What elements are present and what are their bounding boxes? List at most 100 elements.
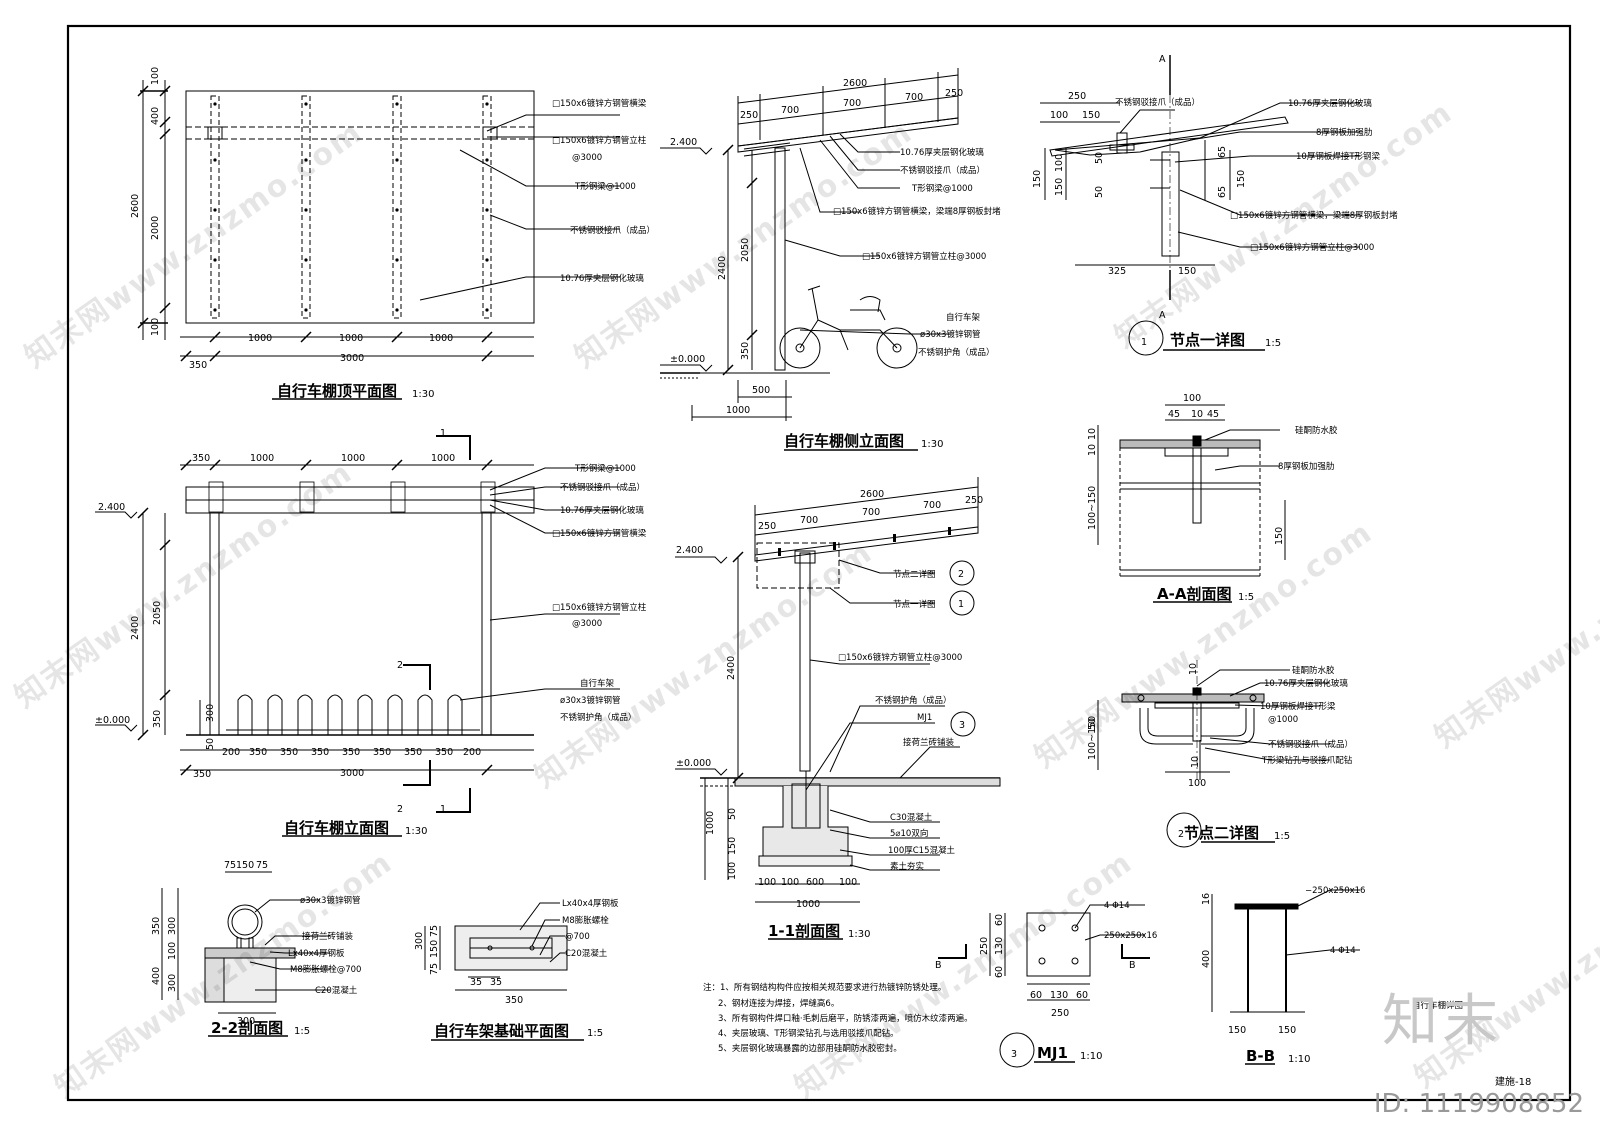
bb-note-0: −250x250x16 [1305,886,1365,896]
sec22-dim-7: 300 [167,974,178,992]
sec11-note-8: 100厚C15混凝土 [888,845,955,856]
roof-plan-note-1: □150x6镀锌方钢管立柱 [552,135,647,146]
rack-foundation-drawing [424,902,584,1041]
sec22-dim-3: 350 [151,917,162,935]
bb-drawing [1211,889,1360,1065]
node2-dim-3: 10 [1190,756,1201,768]
roof-plan-dim-v-1: 400 [150,107,161,125]
node1-note-1: 10.76厚夹层钢化玻璃 [1288,98,1372,109]
aa-dim-0: 100 [1183,393,1201,404]
rack-dim-5: 35 [490,977,502,988]
roof-plan-note-3: T形钢梁@1000 [574,181,636,192]
node1-bubble-number: 1 [1141,337,1147,348]
roof-plan-scale: 1:30 [412,389,434,400]
general-note-2: 3、所有钢构件焊口釉·毛刺后磨平，防锈漆两遍，喷仿木纹漆两遍。 [718,1013,973,1024]
bb-title: B-B [1246,1047,1275,1065]
rack-dim-6: 350 [505,995,523,1006]
mj1-bubble-number: 3 [1011,1049,1017,1060]
node1-title: 节点一详图 [1170,331,1245,349]
elev-dim-bot-7: 350 [435,747,453,758]
node1-note-0: 不锈钢驳接爪（成品） [1115,97,1200,108]
node1-dim-1: 100 [1050,110,1068,121]
side-dim-top-5: 250 [945,88,963,99]
section-2-2-scale: 1:5 [294,1026,310,1037]
sec11-dim-v-4: 100 [727,862,738,880]
elevation-mark-2-bot: 2 [397,804,403,815]
sec22-note-0: ø30x3镀锌钢管 [300,895,360,906]
node2-title: 节点二详图 [1184,824,1259,842]
node2-note-5: T形梁钻孔与驳接爪配钻 [1261,755,1353,766]
sec11-note-6: C30混凝土 [890,812,933,823]
elev-dim-top-3: 1000 [431,453,455,464]
elev-dim-v-3: 300 [205,704,216,722]
aa-dim-5: 10 [1087,444,1098,456]
sec11-dim-top-3: 700 [862,507,880,518]
side-elevation-title: 自行车棚侧立面图 [784,432,904,450]
elevation-mark-2-top: 2 [397,660,403,671]
side-note-0: 10.76厚夹层钢化玻璃 [900,147,984,158]
elev-note-7: ø30x3镀锌钢管 [560,695,620,706]
sec22-dim-6: 400 [151,967,162,985]
sec11-note-5: 接荷兰砖铺装 [903,737,955,748]
node1-drawing [1040,55,1360,356]
node1-dim-8: 65 [1217,146,1228,158]
general-note-0: 注：1、所有钢结构构件应按相关规范要求进行热镀锌防锈处理。 [703,982,946,993]
mj1-note-1: 250x250x16 [1104,931,1157,941]
mj1-dim-6: 60 [1076,990,1088,1001]
sec11-dim-v-2: 50 [727,808,738,820]
sec11-dim-top-2: 700 [800,515,818,526]
roof-plan-note-5: 10.76厚夹层钢化玻璃 [560,273,644,284]
sec11-dim-v-0: 2400 [726,656,737,680]
elev-note-2: 10.76厚夹层钢化玻璃 [560,505,644,516]
side-note-1: 不锈钢驳接爪（成品） [900,165,985,176]
node1-note-3: 10厚钢板焊接T形钢梁 [1296,151,1381,162]
side-level-ground: ±0.000 [670,354,705,365]
aa-dim-7: 150 [1274,527,1285,545]
node1-section-mark-a-top: A [1159,54,1166,65]
elev-dim-v-1: 2050 [152,601,163,625]
mj1-dim-1: 60 [994,914,1005,926]
sec22-dim-4: 300 [167,917,178,935]
sec22-note-4: C20混凝土 [315,985,358,996]
node1-dim-3: 50 [1094,152,1105,164]
node1-dim-4: 100 [1054,154,1065,172]
sec11-dim-bot-3: 100 [839,877,857,888]
side-note-6: ø30x3镀锌钢管 [920,329,980,340]
node1-dim-12: 150 [1178,266,1196,277]
elev-dim-bot-6: 350 [404,747,422,758]
roof-plan-dim-v-4: 100 [150,318,161,336]
node1-scale: 1:5 [1265,338,1281,349]
bicycle-sketch [779,285,918,369]
sec11-dim-top-1: 250 [758,521,776,532]
side-level-top: 2.400 [670,137,697,148]
rack-dim-0: 300 [414,932,425,950]
elev-dim-v-0: 2400 [130,616,141,640]
elev-note-0: T形钢梁@1000 [574,463,636,474]
node1-dim-10: 150 [1236,170,1247,188]
node2-note-2: 10厚钢板焊接T形梁 [1260,701,1336,712]
elevation-mark-1-top: 1 [440,428,446,439]
aa-dim-2: 10 [1191,409,1203,420]
sec11-level-ground: ±0.000 [676,758,711,769]
side-elevation-drawing [660,68,959,451]
elev-note-4: □150x6镀锌方钢管立柱 [552,602,647,613]
sec11-dim-bot-1: 100 [781,877,799,888]
node2-note-4: 不锈钢驳接爪（成品） [1268,739,1353,750]
elev-dim-top-2: 1000 [341,453,365,464]
roof-plan-dim-h-2: 1000 [339,333,363,344]
rack-dim-2: 150 [429,940,440,958]
sec11-dim-top-5: 250 [965,495,983,506]
sec11-dim-bot-4: 1000 [796,899,820,910]
rack-dim-1: 75 [429,925,440,937]
node1-note-2: 8厚钢板加强肋 [1316,127,1372,138]
side-dim-v-1: 2050 [740,238,751,262]
aa-dim-6: 100~150 [1087,486,1098,530]
sec11-dim-v-1: 1000 [705,811,716,835]
mj1-note-0: 4 Φ14 [1104,901,1130,911]
general-note-1: 2、钢材连接为焊接，焊缝高6。 [718,998,839,1009]
node2-dim-4: 100 [1188,778,1206,789]
mj1-scale: 1:10 [1080,1051,1102,1062]
roof-plan-dim-v-0: 100 [150,67,161,85]
elev-dim-bot-4: 350 [342,747,360,758]
elev-note-6: 自行车架 [580,678,615,689]
